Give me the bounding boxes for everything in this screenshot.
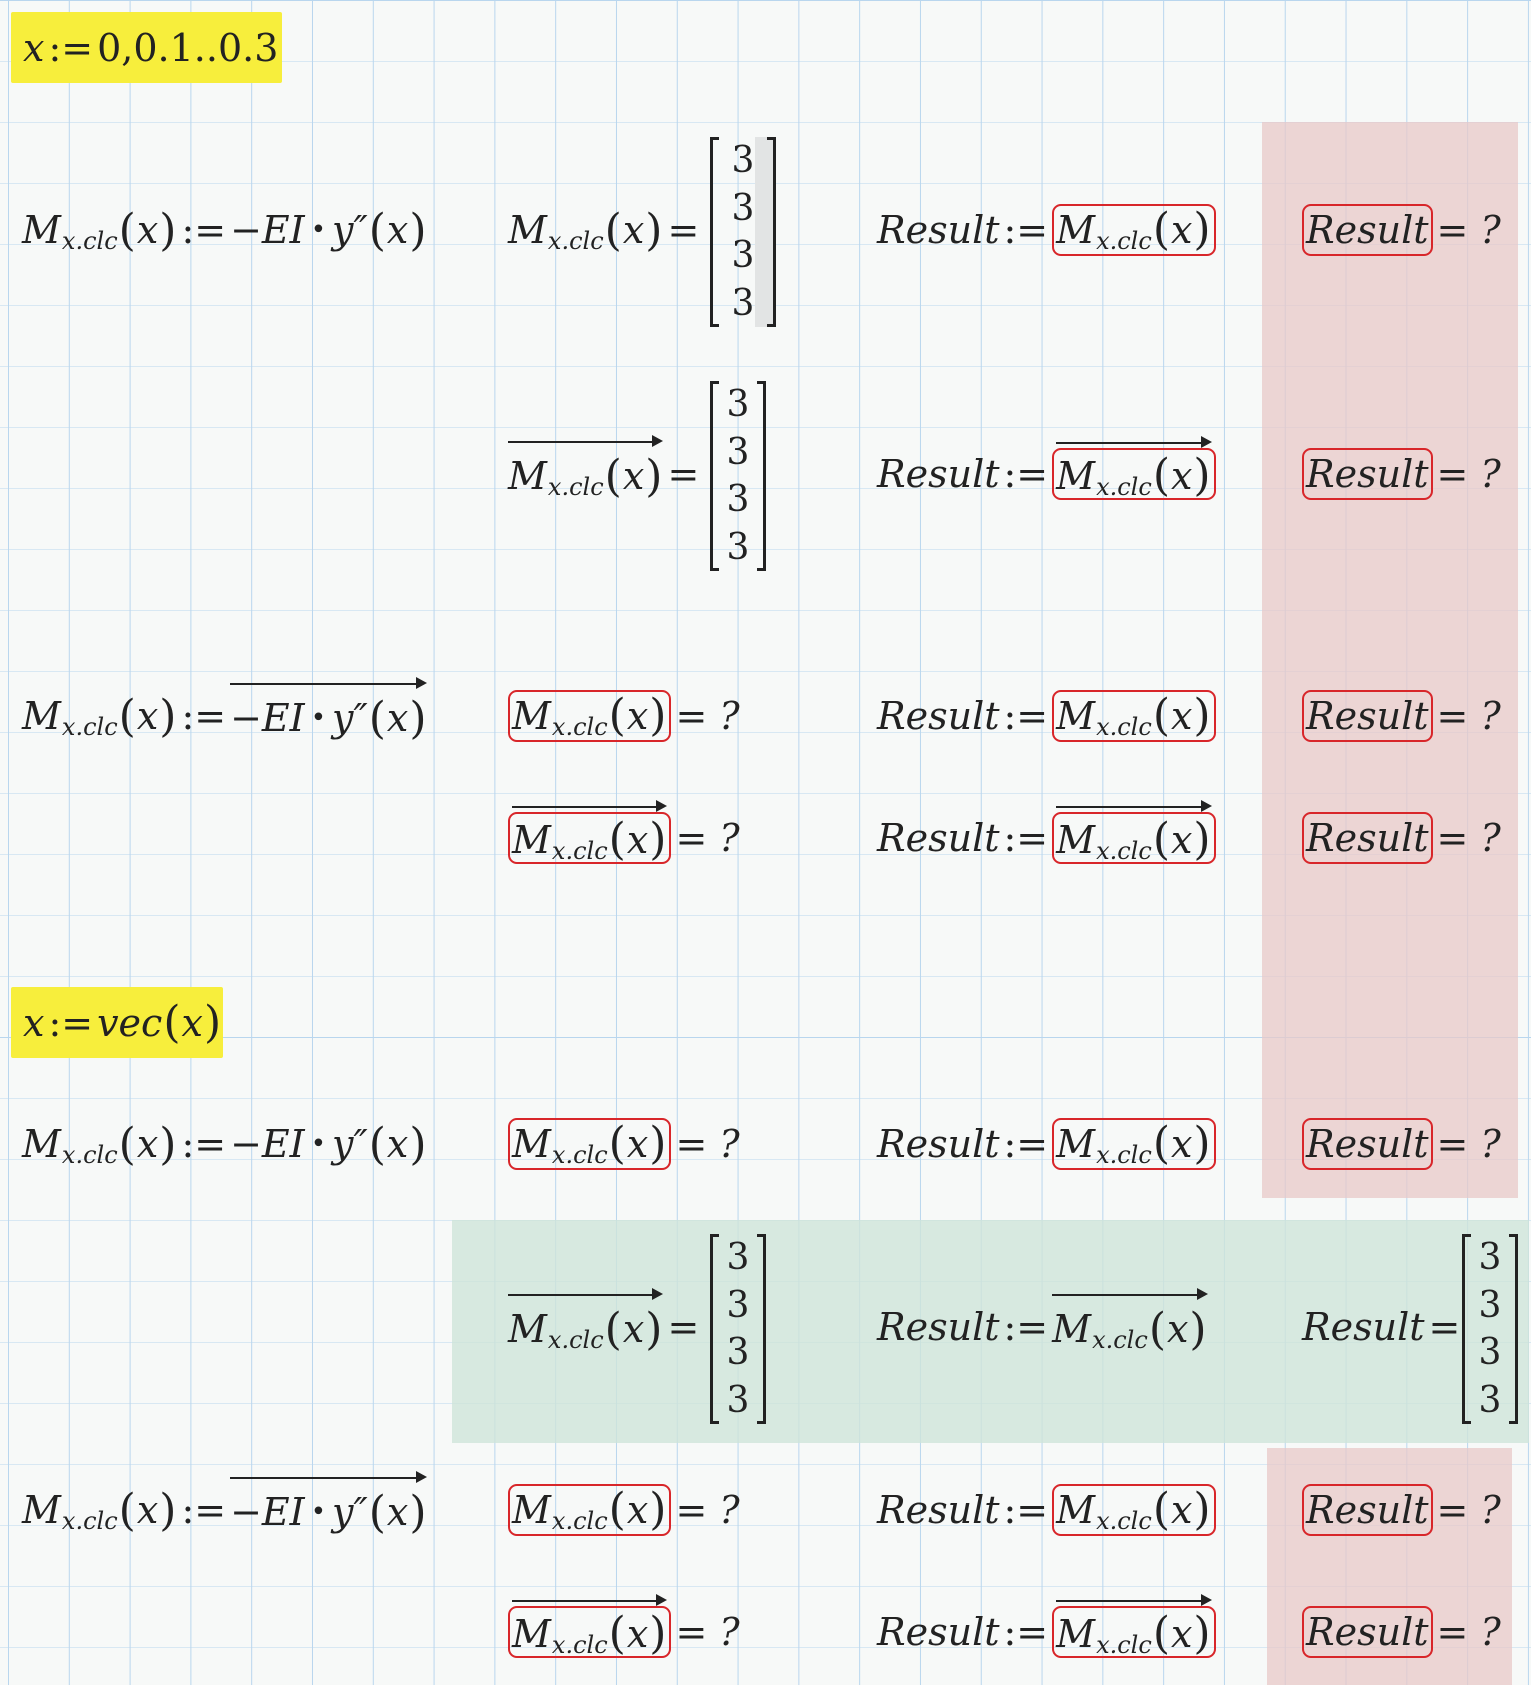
error-highlight[interactable]: Result: [1302, 812, 1433, 864]
matrix-cell: 3: [726, 1379, 750, 1421]
vec-definition[interactable]: x := vec ( x ): [11, 987, 223, 1058]
matrix-cell: 3: [726, 1332, 750, 1374]
matrix-cell: 3: [726, 1237, 750, 1279]
matrix-cell: 3: [1478, 1284, 1502, 1326]
matrix-cell: 3: [726, 479, 750, 521]
vectorize-operator: −EI • y″ (x): [230, 676, 428, 744]
matrix-cell: 3: [1478, 1332, 1502, 1374]
error-highlight[interactable]: Result: [1302, 204, 1433, 256]
matrix-cell: 3: [1478, 1379, 1502, 1421]
error-highlight[interactable]: Result: [1302, 690, 1433, 742]
matrix-cell: 3: [726, 1284, 750, 1326]
result-matrix: 3 3 3 3: [1462, 1234, 1518, 1424]
matrix-cell: 3: [731, 235, 755, 277]
matrix-cell: 3: [731, 187, 755, 229]
result-matrix: 3 3 3 3: [710, 137, 776, 327]
result-evaluation[interactable]: Result = ?: [1302, 810, 1501, 866]
matrix-cell: 3: [1478, 1237, 1502, 1279]
result-evaluation[interactable]: Result = ?: [1302, 1482, 1501, 1538]
matrix-cell: 3: [726, 431, 750, 473]
error-highlight[interactable]: Result: [1302, 448, 1433, 500]
matrix-cell: 3: [726, 526, 750, 568]
result-matrix: 3 3 3 3: [710, 1234, 766, 1424]
result-matrix: 3 3 3 3: [710, 381, 766, 571]
matrix-cell: 3: [731, 140, 755, 182]
error-highlight[interactable]: Result: [1302, 1606, 1433, 1658]
error-band-top: [1262, 122, 1518, 1198]
vectorize-operator: −EI • y″ (x): [230, 1470, 428, 1538]
result-evaluation[interactable]: Result = ?: [1302, 1604, 1501, 1660]
error-highlight[interactable]: Result: [1302, 1484, 1433, 1536]
error-highlight[interactable]: Result: [1302, 1118, 1433, 1170]
matrix-cell: 3: [731, 282, 755, 324]
result-evaluation[interactable]: Result = ?: [1302, 446, 1501, 502]
result-evaluation[interactable]: Result = ?: [1302, 1116, 1501, 1172]
matrix-cell: 3: [726, 384, 750, 426]
result-evaluation[interactable]: Result = ?: [1302, 688, 1501, 744]
result-evaluation[interactable]: Result =: [1302, 1305, 1461, 1349]
result-evaluation[interactable]: Result = ?: [1302, 202, 1501, 258]
success-band: [452, 1220, 1529, 1443]
range-definition[interactable]: x := 0,0.1..0.3: [11, 12, 282, 83]
